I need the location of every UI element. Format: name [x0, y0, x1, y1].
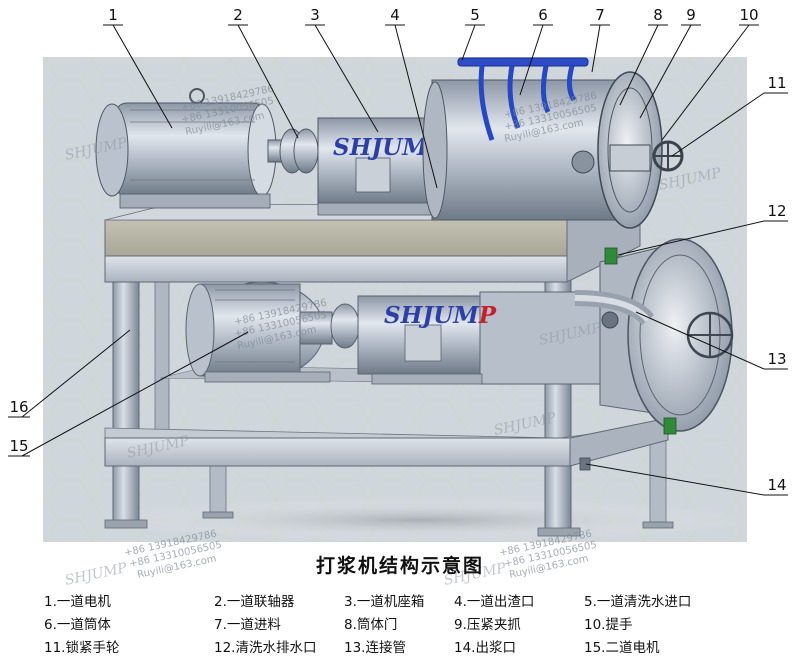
callout-3: 3: [310, 6, 320, 24]
legend-item: 12.清洗水排水口: [214, 640, 317, 656]
callout-12: 12: [767, 202, 786, 220]
legend-item: 10.提手: [584, 617, 633, 633]
legend-item: 4.一道出渣口: [454, 594, 535, 610]
callout-11: 11: [767, 74, 786, 92]
callout-8: 8: [653, 6, 663, 24]
legend-item: 5.一道清洗水进口: [584, 594, 692, 610]
support-frame: [104, 203, 674, 537]
diagram-caption: 打浆机结构示意图: [315, 555, 484, 577]
first-stage: SHJUMP: [95, 57, 684, 471]
callout-1: 1: [108, 6, 118, 24]
callout-4: 4: [390, 6, 400, 24]
callout-6: 6: [538, 6, 548, 24]
legend-item: 14.出浆口: [454, 640, 516, 656]
callout-5: 5: [470, 6, 480, 24]
legend-item: 3.一道机座箱: [344, 594, 425, 610]
floor-shadow: [90, 498, 750, 542]
callout-9: 9: [686, 6, 696, 24]
legend-row: 11.锁紧手轮 12.清洗水排水口 13.连接管 14.出浆口 15.二道电机: [44, 636, 784, 659]
leader-lines: [8, 24, 788, 496]
brand-logo-lower: SHJUMP: [384, 302, 497, 329]
callout-14: 14: [767, 476, 786, 494]
legend-item: 11.锁紧手轮: [44, 640, 120, 656]
legend-item: 13.连接管: [344, 640, 406, 656]
legend-item: 1.一道电机: [44, 594, 111, 610]
legend-row: 6.一道筒体 7.一道进料 8.筒体门 9.压紧夹抓 10.提手: [44, 613, 784, 636]
callout-16: 16: [9, 398, 28, 416]
callout-2: 2: [233, 6, 243, 24]
legend-item: 9.压紧夹抓: [454, 617, 521, 633]
callout-13: 13: [767, 350, 786, 368]
callout-numbers: 1 2 3 4 5 6 7 8 9 10 11 12 13 14 16 15: [9, 6, 786, 494]
legend-row: 1.一道电机 2.一道联轴器 3.一道机座箱 4.一道出渣口 5.一道清洗水进口: [44, 590, 784, 613]
legend-item: 2.一道联轴器: [214, 594, 295, 610]
legend-item: 8.筒体门: [344, 617, 398, 633]
legend-item: 6.一道筒体: [44, 617, 111, 633]
legend-item: 7.一道进料: [214, 617, 281, 633]
callout-10: 10: [739, 6, 758, 24]
callout-15: 15: [9, 437, 28, 455]
parts-legend: 1.一道电机 2.一道联轴器 3.一道机座箱 4.一道出渣口 5.一道清洗水进口…: [44, 590, 784, 659]
legend-item: 15.二道电机: [584, 640, 660, 656]
callout-7: 7: [595, 6, 605, 24]
second-stage: SHJUMP: [185, 281, 601, 385]
